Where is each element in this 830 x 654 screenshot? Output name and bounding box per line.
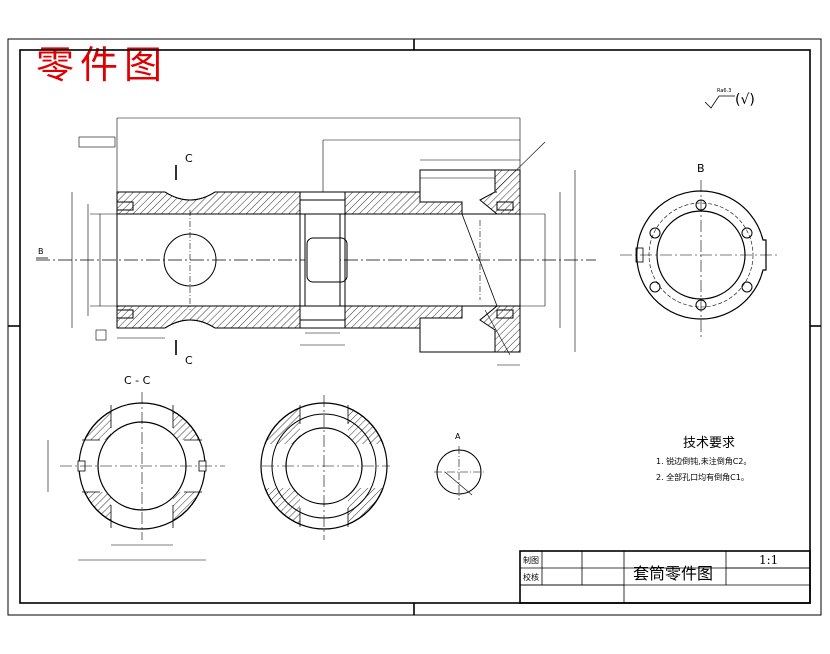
detail-a-label: A	[455, 432, 461, 441]
title-block-scale: 1:1	[759, 553, 779, 567]
title-block-part-name: 套筒零件图	[633, 564, 714, 583]
title-block	[519, 550, 811, 604]
section-c-label-bottom: C	[185, 354, 193, 367]
title-block-checked-label: 校核	[523, 573, 539, 582]
roughness-symbol-icon	[704, 95, 735, 109]
view-b-label: B	[697, 162, 705, 175]
tech-requirement-item-2: 2. 全部孔口均有倒角C1。	[656, 473, 749, 482]
end-view-b	[620, 180, 780, 340]
cc-section-title: C - C	[124, 374, 151, 387]
roughness-value: Ra6.3	[717, 88, 732, 94]
tech-requirements-title: 技术要求	[683, 436, 736, 451]
tech-requirement-item-1: 1. 锐边倒钝,未注倒角C2。	[656, 457, 752, 466]
arrow-b-label: B	[38, 247, 44, 256]
section-middle-view	[260, 395, 390, 540]
drawing-frame	[7, 38, 822, 616]
section-cc-view	[47, 392, 225, 561]
roughness-suffix: (√)	[735, 92, 755, 108]
detail-a-view	[434, 446, 486, 500]
section-c-label-top: C	[185, 152, 193, 165]
title-block-drawn-label: 制图	[523, 556, 539, 565]
main-sectional-view	[36, 117, 596, 366]
